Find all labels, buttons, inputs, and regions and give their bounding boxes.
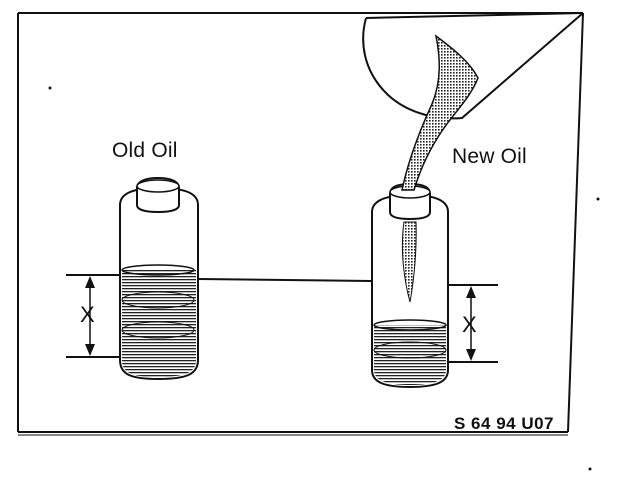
speck [596, 197, 600, 201]
speck [48, 86, 52, 90]
old-oil-bottle [119, 176, 199, 381]
level-line-new [448, 284, 498, 363]
reference-code: S 64 94 U07 [454, 414, 555, 433]
dimension-arrow-right [466, 286, 476, 361]
dimension-arrow-left [85, 276, 95, 356]
new-oil-label: New Oil [452, 145, 527, 168]
level-marker-right: X [462, 312, 477, 337]
diagram-frame [17, 12, 584, 436]
level-marker-left: X [80, 302, 95, 327]
level-line-old [66, 274, 373, 358]
old-oil-label: Old Oil [112, 139, 178, 162]
new-oil-bottle [371, 182, 449, 389]
pouring-container [362, 12, 584, 191]
speck [588, 467, 592, 471]
